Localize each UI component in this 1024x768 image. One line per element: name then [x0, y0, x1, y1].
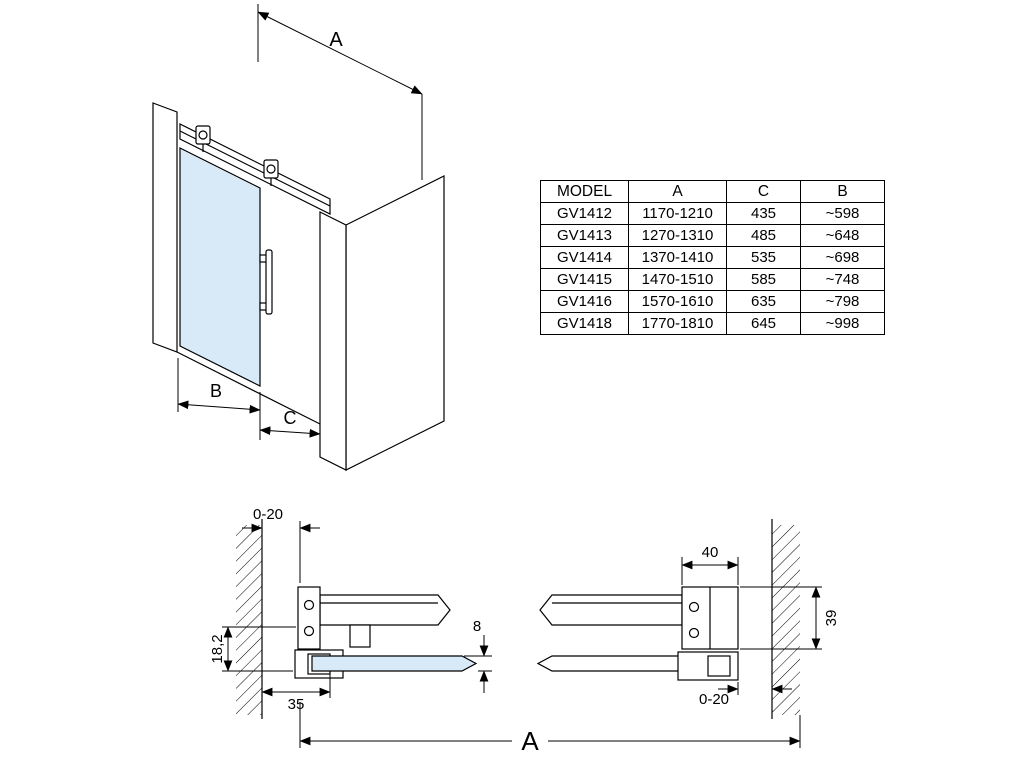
glass-section-left: [311, 655, 478, 672]
cell-a: 1270-1310: [628, 224, 727, 247]
cell-c: 645: [726, 312, 801, 335]
right-wall-hatch: [772, 525, 800, 715]
glass-section-right: [536, 655, 685, 672]
table-row: GV1415 1470-1510 585 ~748: [540, 268, 885, 291]
roller-wheel-left-icon: [198, 130, 208, 140]
dim-line-a: [257, 11, 423, 95]
screw-hole-icon: [688, 601, 700, 613]
cell-a: 1570-1610: [628, 290, 727, 313]
cell-a: 1770-1810: [628, 312, 727, 335]
door-handle: [265, 249, 273, 315]
back-wall-panel: [345, 175, 445, 471]
roller-wheel-right-icon: [266, 164, 276, 174]
iso-shower-door-drawing: A B C: [152, 4, 445, 471]
dim-label-total-a: A: [521, 726, 539, 756]
screw-hole-icon: [688, 627, 700, 639]
col-header-b: B: [800, 180, 885, 203]
cell-c: 635: [726, 290, 801, 313]
cell-model: GV1412: [540, 202, 629, 225]
roller-hanger-section-left: [349, 624, 371, 648]
table-header-row: MODEL A C B: [540, 180, 885, 203]
dim-label-wall-gap-right: 0-20: [699, 691, 729, 708]
cell-b: ~748: [800, 268, 885, 291]
dim-label-35: 35: [288, 696, 305, 713]
dim-label-offset-182: 18,2: [209, 634, 226, 663]
cell-b: ~798: [800, 290, 885, 313]
cell-a: 1470-1510: [628, 268, 727, 291]
cell-a: 1370-1410: [628, 246, 727, 269]
cell-c: 535: [726, 246, 801, 269]
cell-c: 485: [726, 224, 801, 247]
dim-label-40: 40: [702, 544, 719, 561]
cell-b: ~998: [800, 312, 885, 335]
dim-label-wall-gap-left: 0-20: [253, 506, 283, 523]
cell-b: ~648: [800, 224, 885, 247]
floor-guide-inner-right: [707, 655, 731, 677]
left-wall-hatch: [236, 525, 262, 715]
cell-b: ~698: [800, 246, 885, 269]
track-profile-section-left: [319, 594, 451, 626]
cell-model: GV1416: [540, 290, 629, 313]
spec-table: MODEL A C B GV1412 1170-1210 435 ~598 GV…: [540, 180, 885, 335]
cell-model: GV1418: [540, 312, 629, 335]
dim-line-b: [177, 400, 261, 414]
cell-model: GV1414: [540, 246, 629, 269]
floor-line: [176, 351, 321, 425]
cell-c: 585: [726, 268, 801, 291]
left-wall: [152, 102, 178, 353]
screw-hole-icon: [303, 625, 315, 637]
table-row: GV1414 1370-1410 535 ~698: [540, 246, 885, 269]
cell-b: ~598: [800, 202, 885, 225]
col-header-a: A: [628, 180, 727, 203]
glass-door-panel: [179, 147, 261, 387]
cell-c: 435: [726, 202, 801, 225]
dim-label-c: C: [284, 408, 297, 428]
cell-model: GV1413: [540, 224, 629, 247]
dim-label-b: B: [210, 381, 222, 401]
wall-profile-left: [297, 586, 321, 650]
track-profile-section-right: [539, 594, 683, 626]
col-header-c: C: [726, 180, 801, 203]
cell-model: GV1415: [540, 268, 629, 291]
screw-hole-icon: [303, 599, 315, 611]
table-row: GV1413 1270-1310 485 ~648: [540, 224, 885, 247]
dim-label-8: 8: [473, 618, 481, 635]
dim-line-c: [259, 426, 321, 438]
right-wall: [319, 211, 347, 471]
table-row: GV1412 1170-1210 435 ~598: [540, 202, 885, 225]
col-header-model: MODEL: [540, 180, 629, 203]
table-row: GV1416 1570-1610 635 ~798: [540, 290, 885, 313]
plan-section-drawing: 0-20 18,2 35 8 40 39: [209, 506, 840, 756]
cell-a: 1170-1210: [628, 202, 727, 225]
table-row: GV1418 1770-1810 645 ~998: [540, 312, 885, 335]
dim-label-a: A: [329, 29, 343, 51]
dim-label-39: 39: [823, 610, 840, 627]
